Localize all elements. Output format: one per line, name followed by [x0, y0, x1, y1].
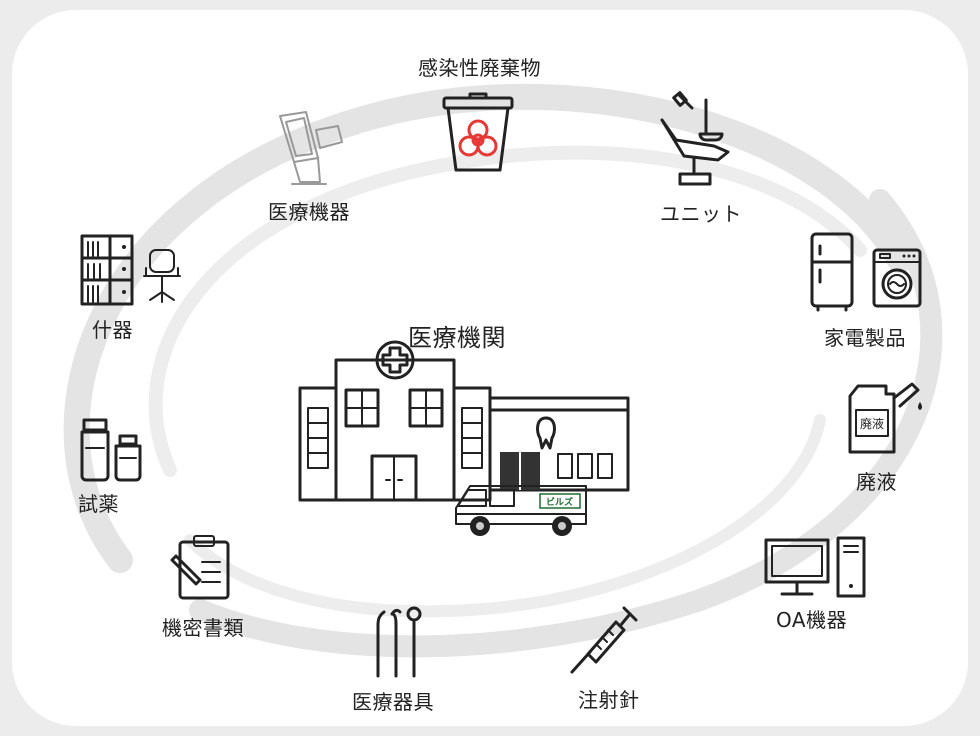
- dental-tools-icon: [376, 606, 422, 678]
- label-infectious-waste: 感染性廃棄物: [418, 56, 541, 80]
- hospital-building-icon: [298, 340, 492, 502]
- center-label: 医療機関: [408, 324, 506, 352]
- delivery-van-icon: ビルズ: [455, 485, 587, 536]
- label-waste-liquid: 廃液: [856, 470, 897, 494]
- label-medical-tools: 医療器具: [352, 690, 434, 714]
- desktop-computer-icon: [764, 536, 866, 598]
- reagent-bottles-icon: [80, 418, 142, 482]
- clipboard-document-icon: [170, 535, 230, 600]
- dental-chair-icon: [660, 91, 730, 186]
- label-medical-equipment: 医療機器: [268, 200, 350, 224]
- label-furniture: 什器: [92, 318, 133, 342]
- label-reagents: 試薬: [78, 492, 119, 516]
- xray-machine-icon: [279, 111, 343, 185]
- dental-clinic-icon: [488, 396, 630, 492]
- label-appliances: 家電製品: [824, 326, 906, 350]
- waste-liquid-tag: 廃液: [860, 416, 884, 431]
- label-needles: 注射針: [578, 688, 640, 712]
- refrigerator-icon: [810, 232, 854, 312]
- shelf-and-chair-icon: [80, 234, 181, 306]
- biohazard-bin-icon: [442, 92, 514, 172]
- syringe-icon: [570, 606, 638, 674]
- waste-liquid-tank-icon: 廃液: [848, 382, 922, 454]
- washing-machine-icon: [872, 248, 922, 308]
- van-brand-badge: ビルズ: [546, 496, 573, 508]
- label-dental-unit: ユニット: [660, 202, 742, 226]
- label-oa-equipment: OA機器: [776, 608, 848, 632]
- label-confidential-docs: 機密書類: [162, 616, 244, 640]
